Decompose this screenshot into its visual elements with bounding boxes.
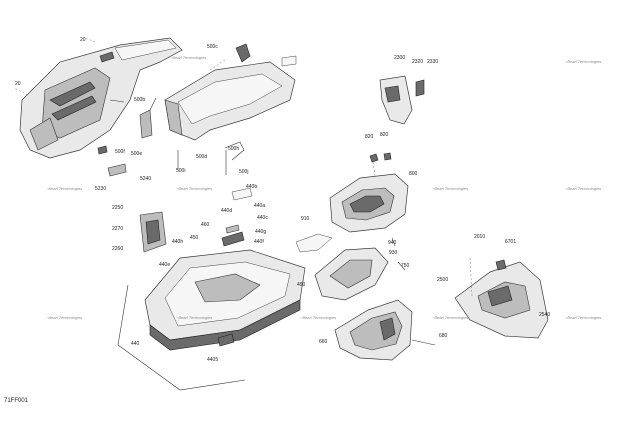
callout-label: 2300 (394, 55, 406, 61)
callout-label: 440d (221, 208, 233, 214)
callout-label: 2260 (112, 246, 124, 252)
callout-label: 500e (131, 151, 143, 157)
callout-label: 2250 (112, 205, 124, 211)
callout-label: 500h (228, 146, 240, 152)
callout-label: 500d (196, 154, 208, 160)
bracket-parts (97, 43, 297, 177)
callout-label: 440 (131, 341, 140, 347)
callout-label: 2010 (474, 234, 486, 240)
callout-label: 2540 (539, 312, 551, 318)
callout-label: 500i (176, 168, 186, 174)
callout-label: 680 (439, 333, 448, 339)
callout-label: 5230 (95, 186, 107, 192)
leader-lines (109, 97, 436, 346)
callout-label: 440c (257, 215, 268, 221)
callout-label: 20 (80, 37, 86, 43)
callout-label: 800 (409, 171, 418, 177)
callout-label: 440g (255, 229, 267, 235)
callout-label: 5240 (140, 176, 152, 182)
lower-panel-part (314, 247, 389, 301)
callout-label: 660 (319, 339, 328, 345)
tray-accessory-parts (139, 187, 253, 253)
callout-label: 2330 (427, 59, 439, 65)
callout-label: 4405 (207, 357, 219, 363)
watermark-text: ~Bearl Technologies (565, 59, 602, 64)
callout-label: 450 (190, 235, 199, 241)
storage-tray-part (117, 249, 306, 391)
watermark-text: ~Bearl Technologies (565, 315, 602, 320)
callout-label: 2320 (412, 59, 424, 65)
watermark-text: ~Bearl Technologies (176, 186, 213, 191)
console-bracket-part (334, 299, 413, 361)
callout-label: 2500 (437, 277, 449, 283)
callout-label: 500c (207, 44, 218, 50)
callout-label: 820 (380, 132, 389, 138)
callout-label: 490 (297, 282, 306, 288)
callout-label: 930 (389, 250, 398, 256)
watermark-text: ~Bearl Technologies (432, 315, 469, 320)
callout-label: 940 (388, 240, 397, 246)
callout-label: 500b (134, 97, 146, 103)
callout-label: 440h (172, 239, 184, 245)
callout-label: 6701 (505, 239, 517, 245)
gauge-housing-part (329, 152, 409, 233)
watermark-text: ~Bearl Technologies (176, 315, 213, 320)
watermark-text: ~Bearl Technologies (432, 186, 469, 191)
callout-label: 820 (365, 134, 374, 140)
watermark-text: ~Bearl Technologies (565, 186, 602, 191)
callout-label: 460 (201, 222, 210, 228)
callout-label: 750 (401, 263, 410, 269)
watermark-text: ~Bearl Technologies (300, 315, 337, 320)
console-housing-part (164, 59, 296, 141)
diagram-code: 71FF001 (4, 398, 29, 404)
watermark-text: ~Bearl Technologies (46, 186, 83, 191)
watermark-text: ~Bearl Technologies (170, 55, 207, 60)
callout-label: 440e (159, 262, 171, 268)
rear-panel-part (454, 257, 549, 339)
front-frame-part (13, 37, 183, 159)
callout-label: 500j (239, 169, 249, 175)
callout-label: 440b (246, 184, 258, 190)
callout-label: 2270 (112, 226, 124, 232)
callout-label: 20 (15, 81, 21, 87)
callout-label: 500f (115, 149, 125, 155)
watermark-text: ~Bearl Technologies (46, 315, 83, 320)
callout-label: 440a (254, 203, 266, 209)
side-cover-part (379, 75, 425, 125)
callout-label: 440f (254, 239, 264, 245)
cable-part (295, 233, 333, 253)
callout-label: 910 (301, 216, 310, 222)
